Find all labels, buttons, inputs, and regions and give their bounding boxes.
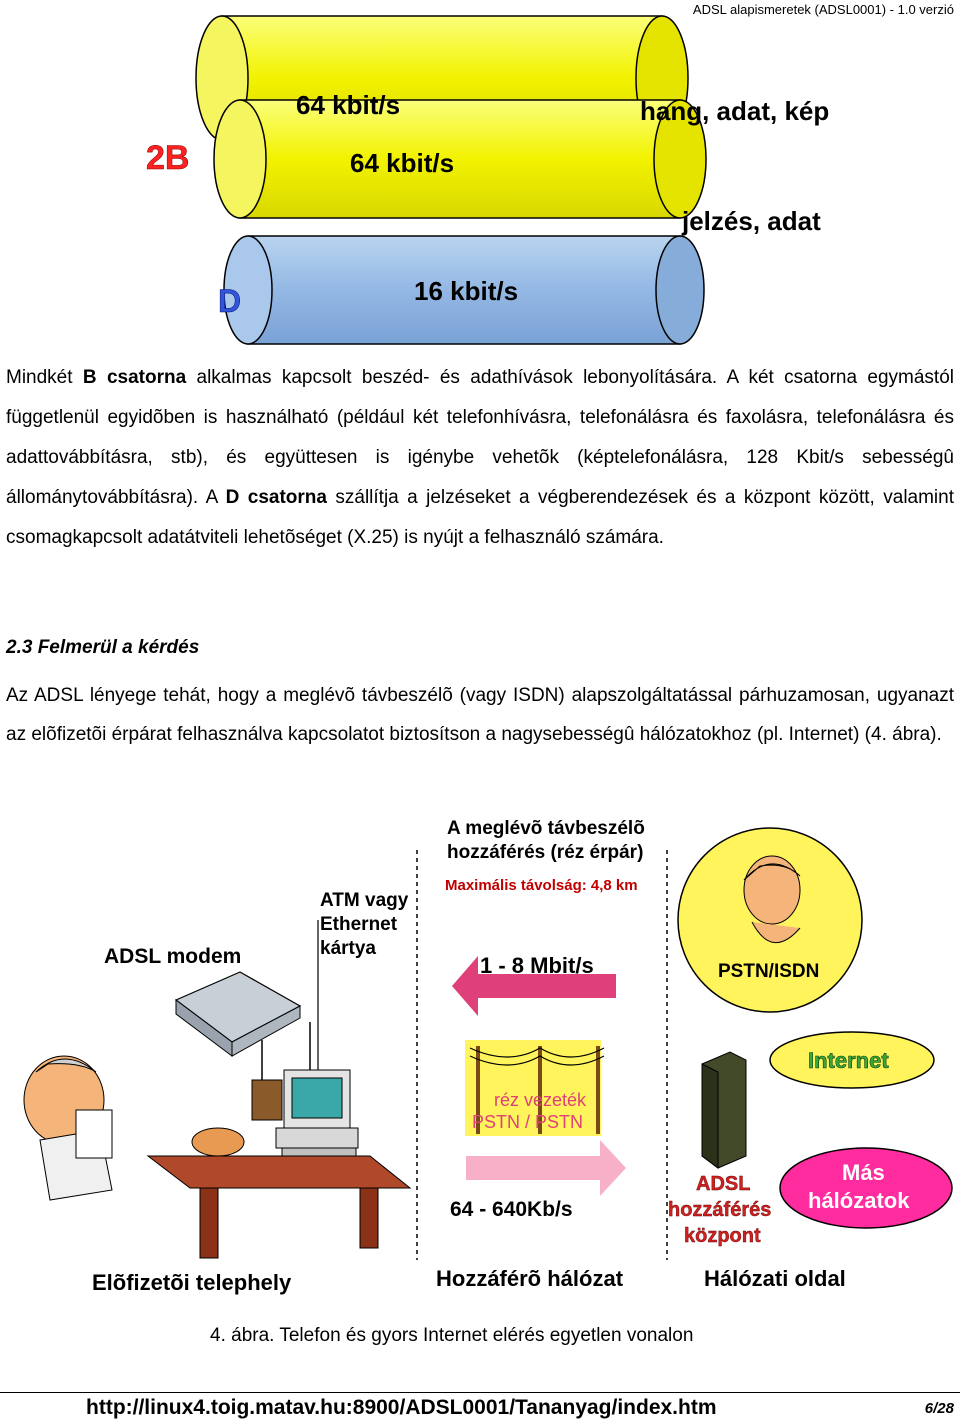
existing-access-line2: hozzáférés (réz érpár) — [447, 842, 643, 863]
channel-label-2: 64 kbit/s — [350, 148, 454, 178]
keyboard-icon — [281, 1147, 357, 1157]
copper-wire-area — [465, 1040, 605, 1136]
atm-card-line1: ATM vagy — [320, 890, 409, 911]
computer-case-icon — [275, 1127, 359, 1149]
telephone-icon — [191, 1127, 245, 1157]
note-signal-data: jelzés, adat — [681, 206, 821, 236]
internet-label: Internet — [808, 1048, 889, 1073]
adsl-center-line1: ADSL — [696, 1173, 750, 1195]
person-phone-icon — [743, 855, 801, 925]
adsl-center-line2: hozzáférés — [668, 1199, 771, 1221]
channel-label-3: 16 kbit/s — [414, 276, 518, 306]
footer-divider — [0, 1392, 960, 1393]
other-networks-line1: Más — [842, 1160, 885, 1185]
copper-label-2: PSTN / PSTN — [472, 1112, 583, 1132]
paragraph-adsl: Az ADSL lényege tehát, hogy a meglévõ tá… — [6, 685, 954, 745]
pstn-isdn-node — [677, 827, 863, 1013]
label-2b: 2B — [146, 139, 189, 177]
network-card-icon — [251, 1079, 283, 1121]
adsl-modem-label: ADSL modem — [104, 945, 241, 968]
zone-subscriber-label: Elõfizetõi telephely — [92, 1270, 292, 1295]
d-channel-term: D csatorna — [225, 487, 327, 508]
paragraph-channels: Mindkét B csatorna alkalmas kapcsolt bes… — [6, 367, 955, 548]
atm-card-line2: Ethernet — [320, 914, 398, 935]
document-header: ADSL alapismeretek (ADSL0001) - 1.0 verz… — [692, 2, 954, 17]
internet-node — [769, 1031, 935, 1089]
b-channel-term: B csatorna — [82, 367, 187, 388]
access-center-server-icon — [701, 1051, 747, 1169]
copper-label-1: réz vezeték — [494, 1090, 587, 1110]
footer-page-number: 6/28 — [924, 1400, 954, 1417]
other-networks-node — [779, 1147, 953, 1229]
max-distance-label: Maximális távolság: 4,8 km — [445, 877, 638, 894]
pstn-isdn-label: PSTN/ISDN — [718, 961, 819, 982]
adsl-modem-icon — [174, 971, 302, 1057]
upstream-rate: 64 - 640Kb/s — [450, 1198, 573, 1221]
upstream-arrow — [466, 1140, 626, 1196]
d-channel-cylinder — [223, 235, 705, 345]
desk-icon — [146, 1155, 412, 1189]
channel-label-1: 64 kbit/s — [296, 90, 400, 120]
document-sheet-icon — [75, 1109, 113, 1159]
adsl-architecture-figure: A meglévõ távbeszélõ hozzáférés (réz érp… — [23, 818, 953, 1295]
other-networks-line2: hálózatok — [808, 1188, 910, 1213]
zone-access-label: Hozzáférõ hálózat — [436, 1266, 624, 1291]
adsl-center-line3: központ — [684, 1225, 761, 1247]
figure-caption: 4. ábra. Telefon és gyors Internet eléré… — [210, 1325, 694, 1346]
downstream-arrow — [452, 956, 616, 1016]
existing-access-line1: A meglévõ távbeszélõ — [447, 818, 645, 839]
zone-network-label: Hálózati oldal — [704, 1266, 846, 1291]
atm-card-line3: kártya — [320, 938, 376, 959]
b-channel-cylinder-2 — [213, 99, 707, 219]
subscriber-scene — [23, 1055, 412, 1259]
note-voice-data-image: hang, adat, kép — [640, 96, 829, 126]
footer-url: http://linux4.toig.matav.hu:8900/ADSL000… — [86, 1396, 717, 1419]
label-d: D — [218, 283, 241, 319]
section-heading: 2.3 Felmerül a kérdés — [6, 637, 200, 658]
downstream-rate: 1 - 8 Mbit/s — [480, 953, 594, 978]
isdn-channels-figure: 2B D 64 kbit/s 64 kbit/s 16 kbit/s hang,… — [146, 15, 829, 345]
